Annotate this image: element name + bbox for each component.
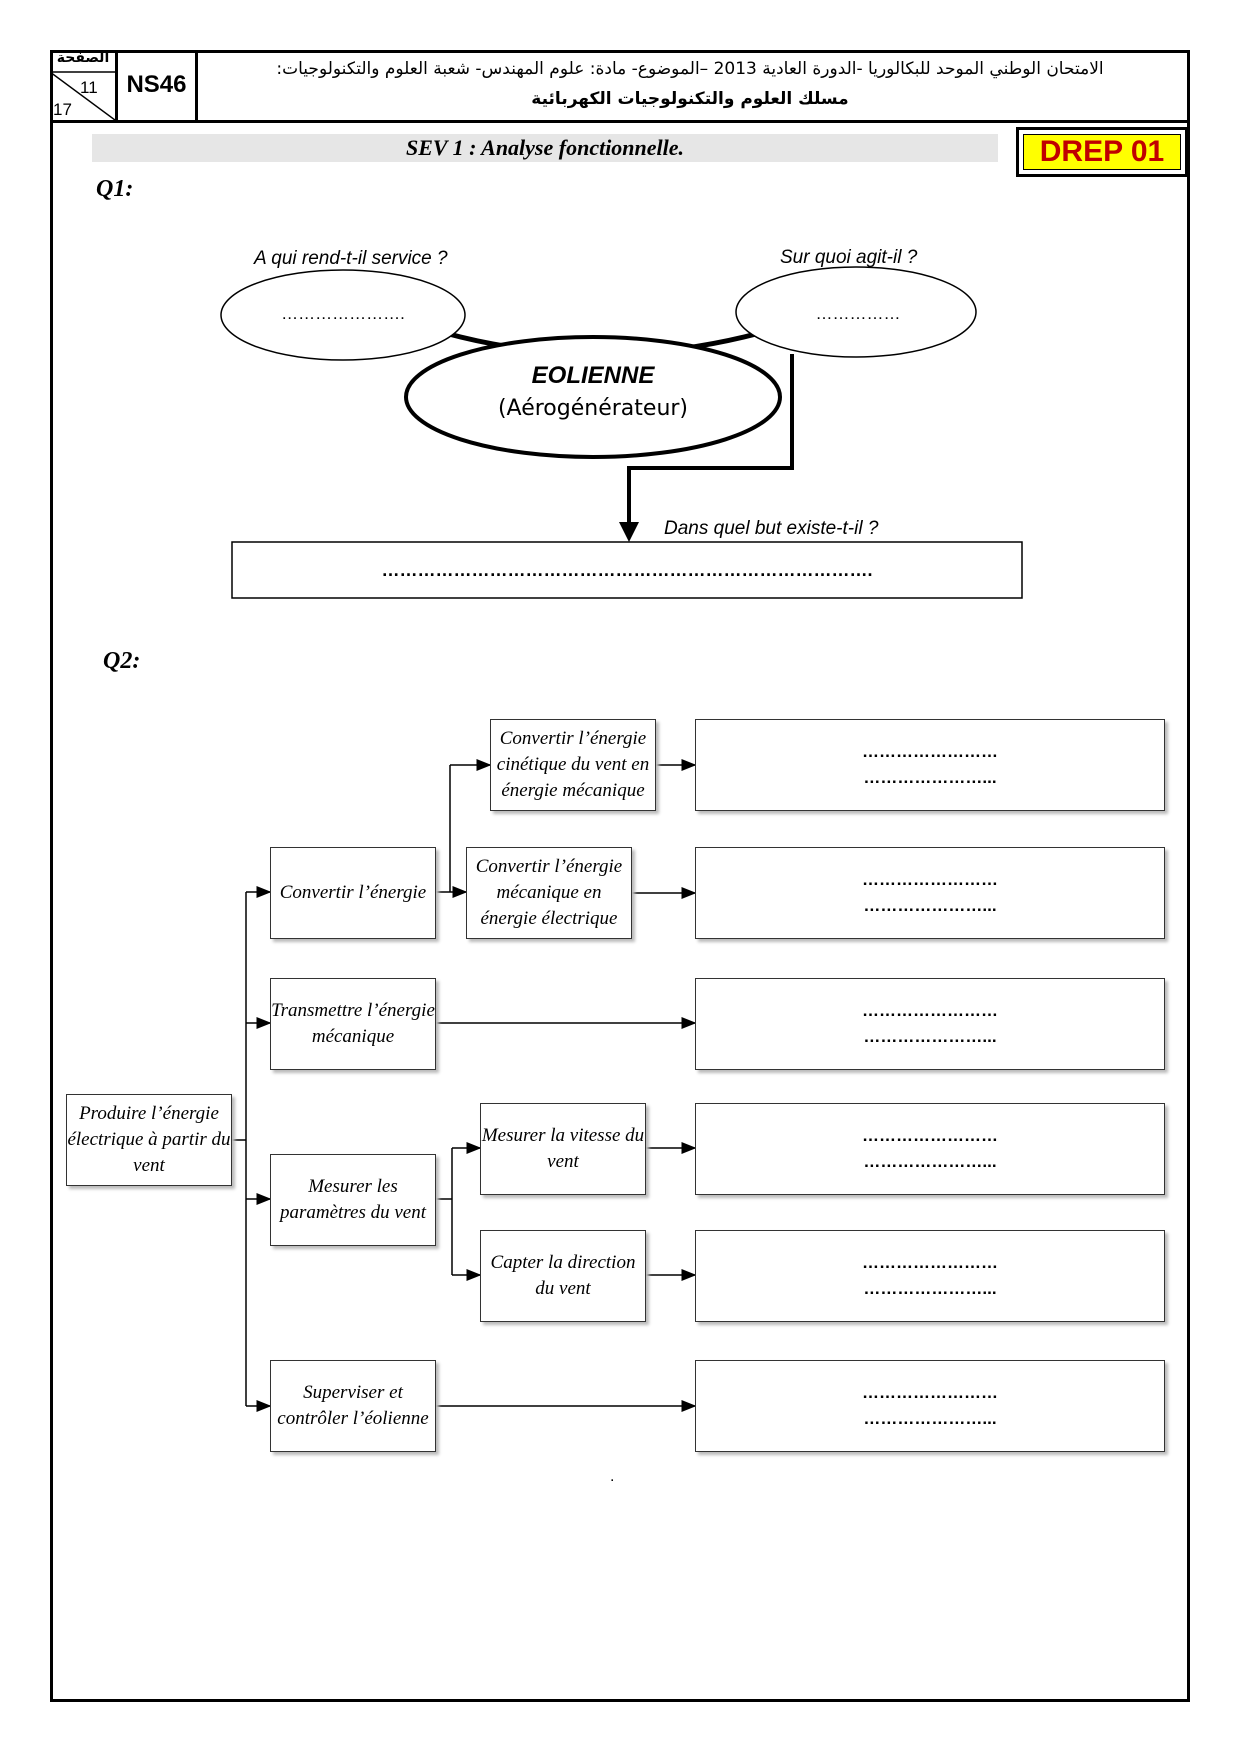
function-kinetic-to-mechanical: Convertir l’énergie cinétique du vent en… xyxy=(490,719,656,811)
right-ellipse xyxy=(735,266,977,358)
answer-dots: …………………... xyxy=(863,1027,997,1046)
answer-dots: …………………… xyxy=(862,1126,998,1145)
center-ellipse xyxy=(404,335,782,459)
right-answer-dots[interactable]: …………… xyxy=(815,304,901,323)
answer-dots: …………………… xyxy=(862,742,998,761)
left-question: A qui rend-t-il service ? xyxy=(254,248,448,269)
purpose-answer-dots[interactable]: ………………………………………………………………………. xyxy=(381,560,873,580)
drep-label: DREP 01 xyxy=(1023,134,1181,170)
q2-label: Q2: xyxy=(103,648,141,674)
function-convert-energy: Convertir l’énergie xyxy=(270,847,436,939)
answer-box-5[interactable]: …………………… …………………... xyxy=(695,1230,1165,1322)
answer-box-1[interactable]: …………………… …………………... xyxy=(695,719,1165,811)
left-answer-dots[interactable]: …………………. xyxy=(281,304,405,323)
q1-label: Q1: xyxy=(96,176,134,202)
answer-dots: …………………... xyxy=(863,1409,997,1428)
header-line-2: مسلك العلوم والتكنولوجيات الكهربائية xyxy=(531,89,849,109)
page-total: 17 xyxy=(53,100,72,119)
page-box-diagonal xyxy=(50,71,115,120)
answer-dots: …………………... xyxy=(863,896,997,915)
answer-dots: …………………… xyxy=(862,870,998,889)
page-number: 11 xyxy=(80,78,98,97)
function-measure-wind: Mesurer les paramètres du vent xyxy=(270,1154,436,1246)
answer-dots: …………………... xyxy=(863,768,997,787)
center-subtitle: (Aérogénérateur) xyxy=(497,396,689,421)
bottom-question: Dans quel but existe-t-il ? xyxy=(664,518,879,539)
answer-dots: …………………... xyxy=(863,1152,997,1171)
right-question: Sur quoi agit-il ? xyxy=(780,247,918,268)
root-function: Produire l’énergie électrique à partir d… xyxy=(66,1094,232,1186)
function-mechanical-to-electrical: Convertir l’énergie mécanique en énergie… xyxy=(466,847,632,939)
answer-dots: …………………... xyxy=(863,1279,997,1298)
function-measure-speed: Mesurer la vitesse du vent xyxy=(480,1103,646,1195)
answer-box-6[interactable]: …………………… …………………... xyxy=(695,1360,1165,1452)
header-text: الامتحان الوطني الموحد للبكالوريا -الدور… xyxy=(200,54,1180,114)
function-capture-direction: Capter la direction du vent xyxy=(480,1230,646,1322)
page-label: الصفحة xyxy=(56,50,110,66)
function-supervise: Superviser et contrôler l’éolienne xyxy=(270,1360,436,1452)
answer-box-4[interactable]: …………………… …………………... xyxy=(695,1103,1165,1195)
answer-dots: …………………… xyxy=(862,1383,998,1402)
drep-badge: DREP 01 xyxy=(1016,127,1188,177)
answer-box-2[interactable]: …………………… …………………... xyxy=(695,847,1165,939)
exam-code: NS46 xyxy=(118,50,198,120)
left-ellipse xyxy=(220,269,466,361)
center-title: EOLIENNE xyxy=(531,362,655,389)
section-title: SEV 1 : Analyse fonctionnelle. xyxy=(92,134,998,162)
purpose-box xyxy=(231,541,1023,599)
header-divider xyxy=(50,120,1190,123)
answer-dots: …………………… xyxy=(862,1253,998,1272)
q1-diagram xyxy=(220,266,1023,599)
page-frame xyxy=(50,50,1190,1702)
page-number-box: الصفحة 11 17 xyxy=(50,50,118,120)
answer-box-3[interactable]: …………………… …………………... xyxy=(695,978,1165,1070)
header-line-1: الامتحان الوطني الموحد للبكالوريا -الدور… xyxy=(276,59,1104,79)
function-transmit-energy: Transmettre l’énergie mécanique xyxy=(270,978,436,1070)
footer-dot: . xyxy=(610,1468,615,1485)
answer-dots: …………………… xyxy=(862,1001,998,1020)
